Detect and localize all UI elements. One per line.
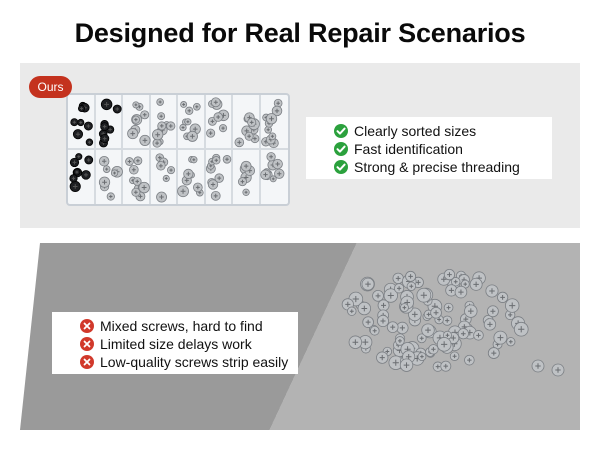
check-circle-icon — [334, 160, 348, 174]
issue-item: Mixed screws, hard to find — [52, 317, 298, 335]
x-circle-icon — [80, 319, 94, 333]
check-circle-icon — [334, 124, 348, 138]
x-circle-icon — [80, 337, 94, 351]
mixed-screws-pile-image — [341, 268, 565, 377]
page-title: Designed for Real Repair Scenarios — [74, 18, 526, 48]
sorted-screws-image — [69, 97, 285, 203]
ours-badge: Ours — [29, 76, 72, 98]
feature-item: Clearly sorted sizes — [306, 122, 552, 140]
issue-item: Limited size delays work — [52, 335, 298, 353]
screw-organizer-box — [66, 93, 290, 206]
features-list: Clearly sorted sizes Fast identification… — [306, 117, 552, 179]
issue-item: Low-quality screws strip easily — [52, 353, 298, 371]
feature-item: Fast identification — [306, 140, 552, 158]
organizer-compartments — [68, 95, 288, 204]
issues-list: Mixed screws, hard to find Limited size … — [52, 312, 298, 374]
feature-item: Strong & precise threading — [306, 158, 552, 176]
x-circle-icon — [80, 355, 94, 369]
check-circle-icon — [334, 142, 348, 156]
